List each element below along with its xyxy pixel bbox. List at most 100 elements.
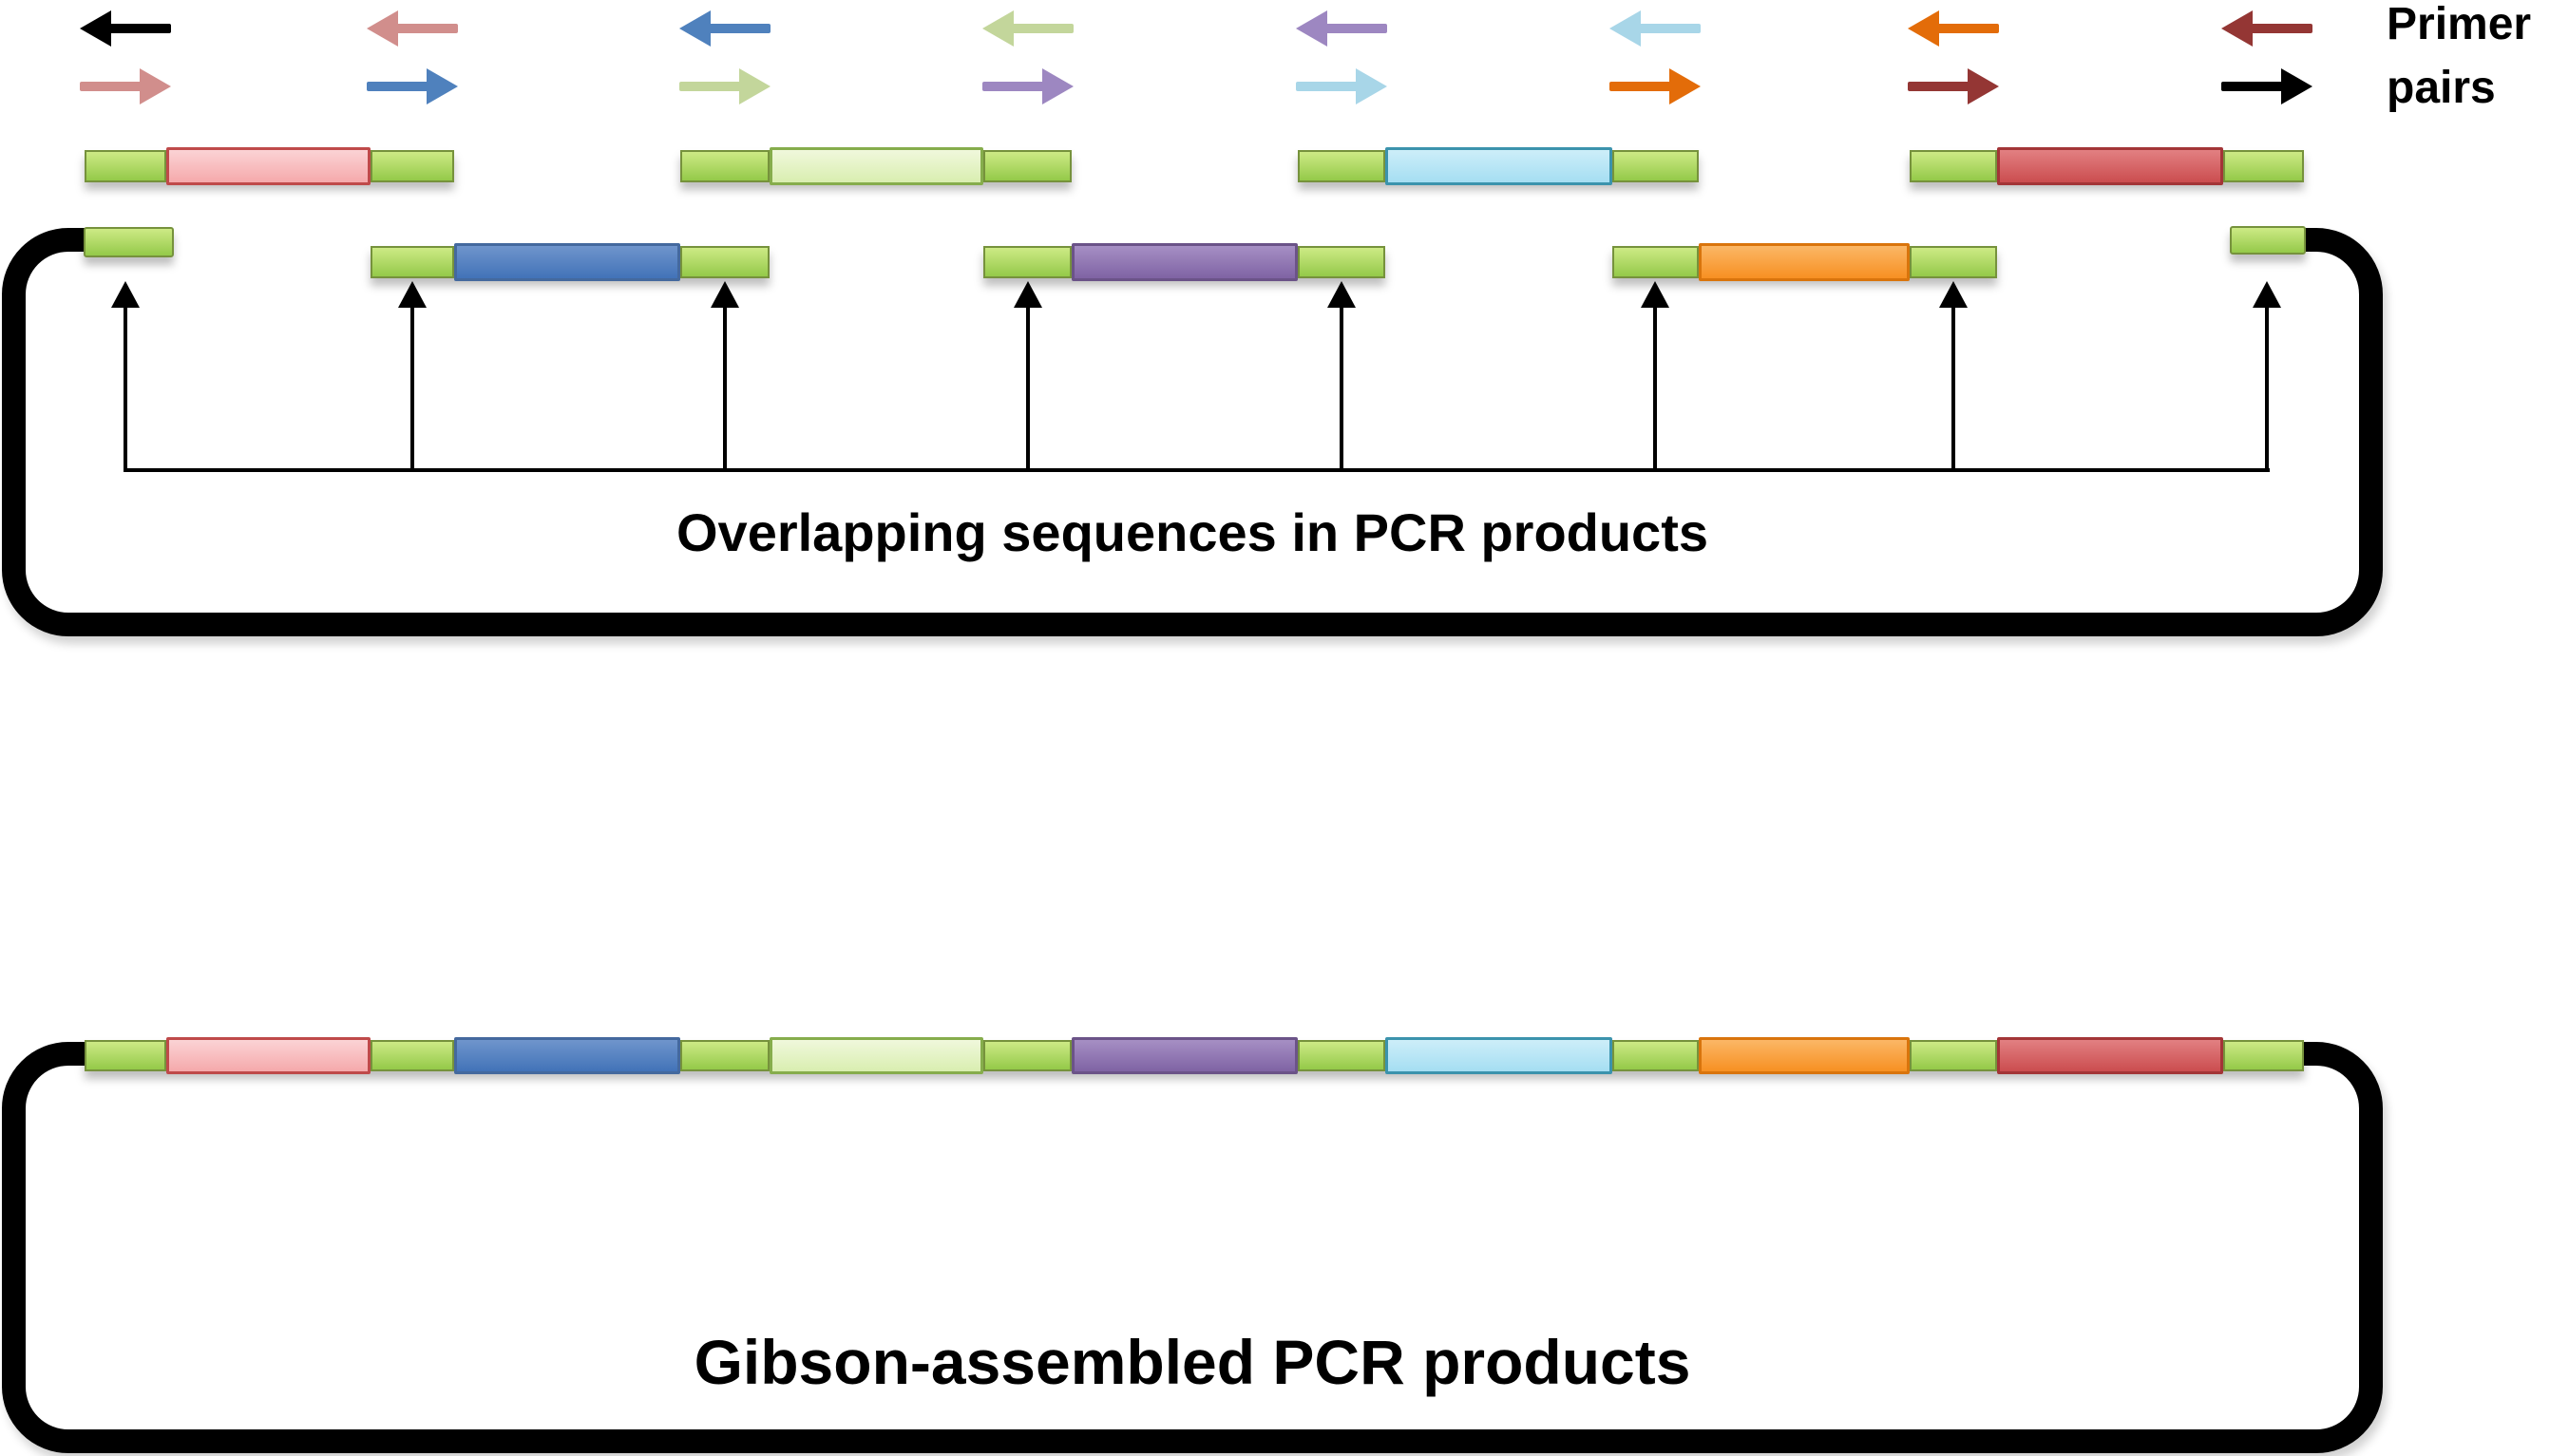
primer-arrow-shaft	[367, 82, 433, 91]
insert-segment-blue	[454, 1037, 680, 1074]
overlap-sequence-segment	[983, 1040, 1072, 1071]
pcr-product	[1612, 243, 1997, 281]
primer-arrow-head	[2221, 10, 2253, 47]
overlap-sequence-segment	[1298, 150, 1385, 182]
assembled-box-label: Gibson-assembled PCR products	[694, 1327, 1691, 1397]
primer-arrow-shaft	[1321, 24, 1387, 33]
primer-arrow-shaft	[2221, 82, 2288, 91]
insert-segment-purple	[1072, 243, 1298, 281]
overlap-up-arrow-icon	[2253, 281, 2281, 308]
pcr-product	[1298, 147, 1699, 185]
overlap-sequence-segment	[1612, 150, 1699, 182]
primer-forward-arrow-icon	[1296, 67, 1387, 105]
insert-segment-pink	[166, 1037, 371, 1074]
overlap-up-arrow-icon	[1014, 281, 1042, 308]
overlap-sequence-segment	[680, 150, 770, 182]
overlap-sequence-segment	[2223, 1040, 2304, 1071]
primer-reverse-arrow-icon	[982, 9, 1074, 47]
overlap-sequence-segment	[371, 150, 454, 182]
primer-forward-arrow-icon	[80, 67, 171, 105]
primer-arrow-head	[739, 68, 771, 104]
insert-segment-orange	[1699, 1037, 1910, 1074]
insert-segment-red	[1997, 1037, 2223, 1074]
overlap-sequence-segment	[1910, 150, 1997, 182]
primer-arrow-shaft	[679, 82, 746, 91]
pcr-product	[983, 243, 1385, 281]
primer-forward-arrow-icon	[367, 67, 458, 105]
overlap-sequence-segment	[1910, 246, 1997, 278]
insert-segment-orange	[1699, 243, 1910, 281]
overlap-bracket-line	[124, 468, 2270, 472]
primer-arrow-shaft	[1296, 82, 1362, 91]
primer-reverse-arrow-icon	[1908, 9, 1999, 47]
primer-forward-arrow-icon	[1609, 67, 1701, 105]
primer-reverse-arrow-icon	[679, 9, 771, 47]
overlap-sequence-segment	[371, 246, 454, 278]
overlap-arrow-shaft	[1951, 306, 1955, 472]
overlap-sequence-segment	[1612, 246, 1699, 278]
backbone-overlap-cap	[84, 227, 174, 257]
primer-forward-arrow-icon	[982, 67, 1074, 105]
overlap-sequence-segment	[2223, 150, 2304, 182]
primer-arrow-head	[2281, 68, 2312, 104]
overlap-sequence-segment	[371, 1040, 454, 1071]
pcr-product	[1910, 147, 2304, 185]
overlap-sequence-segment	[680, 1040, 770, 1071]
overlap-sequence-segment	[983, 150, 1072, 182]
primer-arrow-head	[1356, 68, 1387, 104]
overlap-up-arrow-icon	[1641, 281, 1669, 308]
primer-arrow-head	[1669, 68, 1701, 104]
insert-segment-paleGreen	[770, 1037, 983, 1074]
overlap-up-arrow-icon	[711, 281, 739, 308]
primer-arrow-head	[80, 10, 111, 47]
insert-segment-cyan	[1385, 1037, 1612, 1074]
primer-arrow-head	[1609, 10, 1641, 47]
primer-arrow-shaft	[391, 24, 458, 33]
overlap-box-label: Overlapping sequences in PCR products	[676, 502, 1708, 562]
primer-arrow-shaft	[2246, 24, 2312, 33]
primer-forward-arrow-icon	[2221, 67, 2312, 105]
pcr-product	[371, 243, 770, 281]
primer-arrow-shaft	[1908, 82, 1974, 91]
primer-forward-arrow-icon	[1908, 67, 1999, 105]
overlap-arrow-shaft	[1026, 306, 1030, 472]
primer-arrow-shaft	[1609, 82, 1676, 91]
primer-reverse-arrow-icon	[80, 9, 171, 47]
backbone-overlap-cap	[2230, 226, 2306, 255]
insert-segment-red	[1997, 147, 2223, 185]
primer-arrow-shaft	[1932, 24, 1999, 33]
primer-arrow-head	[1968, 68, 1999, 104]
primer-pairs-label: Primer pairs	[2387, 0, 2531, 120]
primer-arrow-head	[427, 68, 458, 104]
primer-arrow-head	[367, 10, 398, 47]
primer-forward-arrow-icon	[679, 67, 771, 105]
overlap-sequence-segment	[85, 1040, 166, 1071]
primer-arrow-shaft	[80, 82, 146, 91]
primer-reverse-arrow-icon	[1296, 9, 1387, 47]
overlap-arrow-shaft	[410, 306, 414, 472]
overlap-arrow-shaft	[1340, 306, 1343, 472]
pcr-product	[85, 147, 454, 185]
primer-reverse-arrow-icon	[367, 9, 458, 47]
insert-segment-cyan	[1385, 147, 1612, 185]
insert-segment-paleGreen	[770, 147, 983, 185]
overlap-sequence-segment	[1298, 1040, 1385, 1071]
primer-arrow-head	[1042, 68, 1074, 104]
primer-reverse-arrow-icon	[2221, 9, 2312, 47]
primer-arrow-shaft	[704, 24, 771, 33]
primer-arrow-head	[982, 10, 1014, 47]
overlap-arrow-shaft	[124, 306, 127, 472]
overlap-plasmid-backbone	[2, 228, 2383, 636]
overlap-sequence-segment	[1910, 1040, 1997, 1071]
primer-arrow-shaft	[1007, 24, 1074, 33]
primer-arrow-head	[140, 68, 171, 104]
overlap-arrow-shaft	[1653, 306, 1657, 472]
primer-reverse-arrow-icon	[1609, 9, 1701, 47]
primer-pairs-label-line1: Primer	[2387, 0, 2532, 49]
pcr-product	[680, 147, 1072, 185]
overlap-up-arrow-icon	[1327, 281, 1356, 308]
primer-arrow-head	[1908, 10, 1939, 47]
overlap-sequence-segment	[680, 246, 770, 278]
primer-arrow-shaft	[105, 24, 171, 33]
